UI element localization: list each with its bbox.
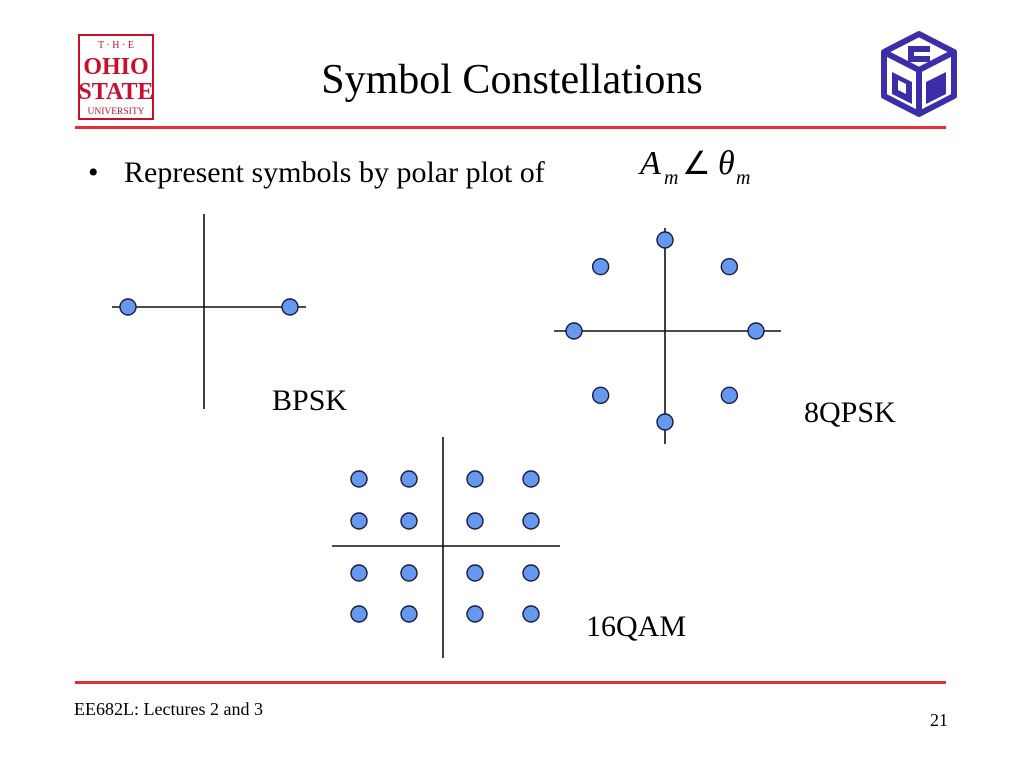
bpsk-point bbox=[119, 298, 137, 316]
16qam-point bbox=[466, 564, 484, 582]
bpsk-constellation bbox=[112, 214, 306, 409]
8qpsk-point bbox=[656, 231, 674, 249]
cube-face-top bbox=[908, 46, 930, 62]
logo-line-state: STATE bbox=[78, 79, 153, 105]
formula-angle-symbol: ∠ bbox=[682, 145, 711, 181]
logo-line-the: T · H · E bbox=[98, 40, 134, 51]
16qam-point bbox=[400, 564, 418, 582]
8qpsk-point bbox=[720, 257, 739, 276]
polar-formula: A m ∠ θ m bbox=[638, 145, 750, 189]
header-rule bbox=[75, 126, 946, 129]
ohio-state-logo: T · H · E OHIO STATE UNIVERSITY bbox=[78, 34, 154, 120]
bullet-marker: • bbox=[88, 156, 99, 189]
footer-course-title: EE682L: Lectures 2 and 3 bbox=[74, 699, 263, 719]
16qam-point bbox=[522, 470, 540, 488]
16qam-point bbox=[350, 605, 368, 623]
formula-amplitude: A bbox=[638, 145, 661, 182]
cube-face-right bbox=[926, 72, 946, 104]
8qpsk-constellation bbox=[554, 228, 781, 444]
8qpsk-point bbox=[720, 386, 739, 405]
page-number: 21 bbox=[930, 710, 948, 730]
bullet-text: Represent symbols by polar plot of bbox=[124, 156, 545, 189]
16qam-point bbox=[350, 470, 368, 488]
8qpsk-label: 8QPSK bbox=[804, 396, 896, 429]
16qam-point bbox=[350, 564, 368, 582]
8qpsk-point bbox=[565, 322, 583, 340]
bpsk-label: BPSK bbox=[272, 384, 348, 417]
formula-theta: θ bbox=[718, 145, 735, 182]
8qpsk-point bbox=[591, 386, 610, 405]
logo-line-university: UNIVERSITY bbox=[88, 107, 145, 117]
bpsk-point bbox=[281, 298, 299, 316]
formula-sub-m2: m bbox=[736, 167, 750, 189]
16qam-point bbox=[522, 605, 540, 623]
16qam-point bbox=[466, 605, 484, 623]
16qam-label: 16QAM bbox=[586, 610, 687, 643]
16qam-point bbox=[400, 470, 418, 488]
16qam-point bbox=[466, 470, 484, 488]
16qam-point bbox=[400, 605, 418, 623]
slide-title: Symbol Constellations bbox=[321, 57, 703, 103]
16qam-point bbox=[522, 564, 540, 582]
logo-line-ohio: OHIO bbox=[83, 54, 148, 80]
8qpsk-point bbox=[656, 413, 674, 431]
16qam-point bbox=[400, 512, 418, 530]
8qpsk-point bbox=[591, 257, 610, 276]
footer-rule bbox=[75, 681, 946, 684]
16qam-point bbox=[466, 512, 484, 530]
cse-cube-logo bbox=[881, 31, 957, 117]
16qam-point bbox=[522, 512, 540, 530]
formula-sub-m1: m bbox=[664, 167, 678, 189]
16qam-point bbox=[350, 512, 368, 530]
logo-frame bbox=[78, 34, 154, 120]
8qpsk-point bbox=[747, 322, 765, 340]
cube-face-left bbox=[892, 72, 912, 104]
16qam-constellation bbox=[332, 437, 560, 658]
